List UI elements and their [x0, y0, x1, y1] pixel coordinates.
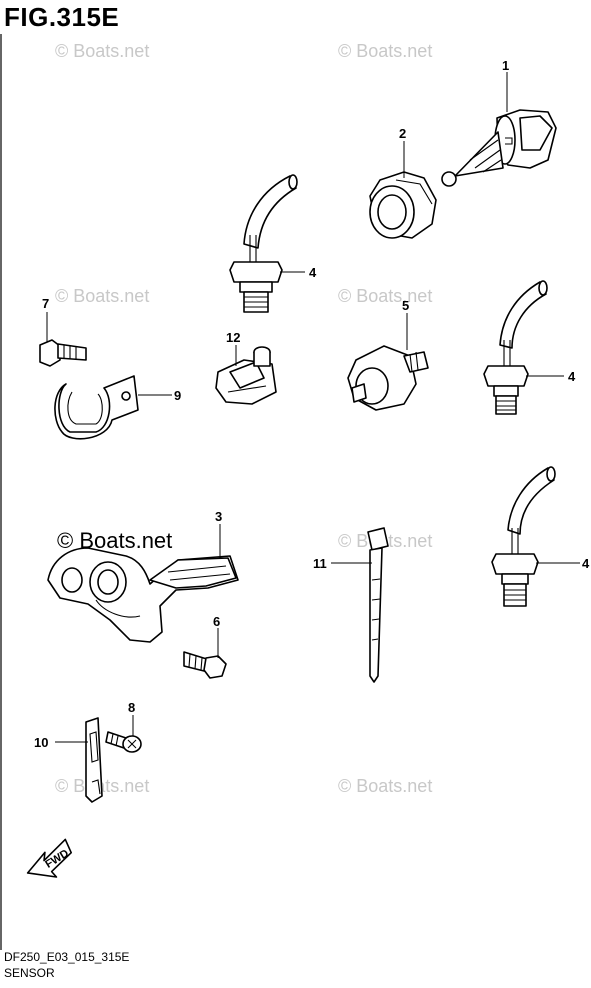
callout-13[interactable]: 12 [226, 330, 240, 345]
part-4-temperature-sensor[interactable] [229, 174, 298, 313]
watermark: © Boats.net [338, 41, 432, 61]
part-10-clamp[interactable] [54, 375, 139, 440]
part-11-strap[interactable] [85, 717, 103, 803]
part-3-bracket[interactable] [47, 547, 239, 643]
watermark: © Boats.net [338, 776, 432, 796]
callout-6[interactable]: 5 [402, 298, 409, 313]
part-4-temperature-sensor[interactable] [491, 466, 556, 607]
callout-7[interactable]: 6 [213, 614, 220, 629]
callout-11[interactable]: 10 [34, 735, 48, 750]
callout-8[interactable]: 7 [42, 296, 49, 311]
part-12-cable-tie[interactable] [367, 527, 389, 683]
callout-4-lower[interactable]: 4 [582, 556, 590, 571]
callout-12[interactable]: 11 [313, 556, 327, 571]
watermark: © Boats.net [55, 286, 149, 306]
watermark: © Boats.net [55, 41, 149, 61]
part-6-knock-sensor[interactable] [347, 345, 429, 411]
callout-2[interactable]: 2 [399, 126, 406, 141]
figure-title: FIG.315E [4, 2, 120, 32]
watermark: © Boats.net [338, 286, 432, 306]
callout-3[interactable]: 3 [215, 509, 222, 524]
figure-code: DF250_E03_015_315E [4, 950, 130, 964]
part-13-clip[interactable] [215, 346, 277, 405]
callout-5[interactable]: 4 [568, 369, 576, 384]
part-2-grommet[interactable] [369, 171, 437, 239]
part-9-screw[interactable] [105, 731, 142, 753]
section-name: SENSOR [4, 966, 55, 980]
part-8-bolt[interactable] [39, 339, 87, 367]
fwd-arrow-icon: FWD [26, 838, 73, 878]
callout-9[interactable]: 8 [128, 700, 135, 715]
part-1-sensor[interactable] [441, 109, 557, 187]
part-7-bolt[interactable] [183, 651, 227, 679]
callout-10[interactable]: 9 [174, 388, 181, 403]
callout-4-upper[interactable]: 4 [309, 265, 317, 280]
part-5-sensor[interactable] [483, 280, 548, 415]
callout-1[interactable]: 1 [502, 58, 509, 73]
